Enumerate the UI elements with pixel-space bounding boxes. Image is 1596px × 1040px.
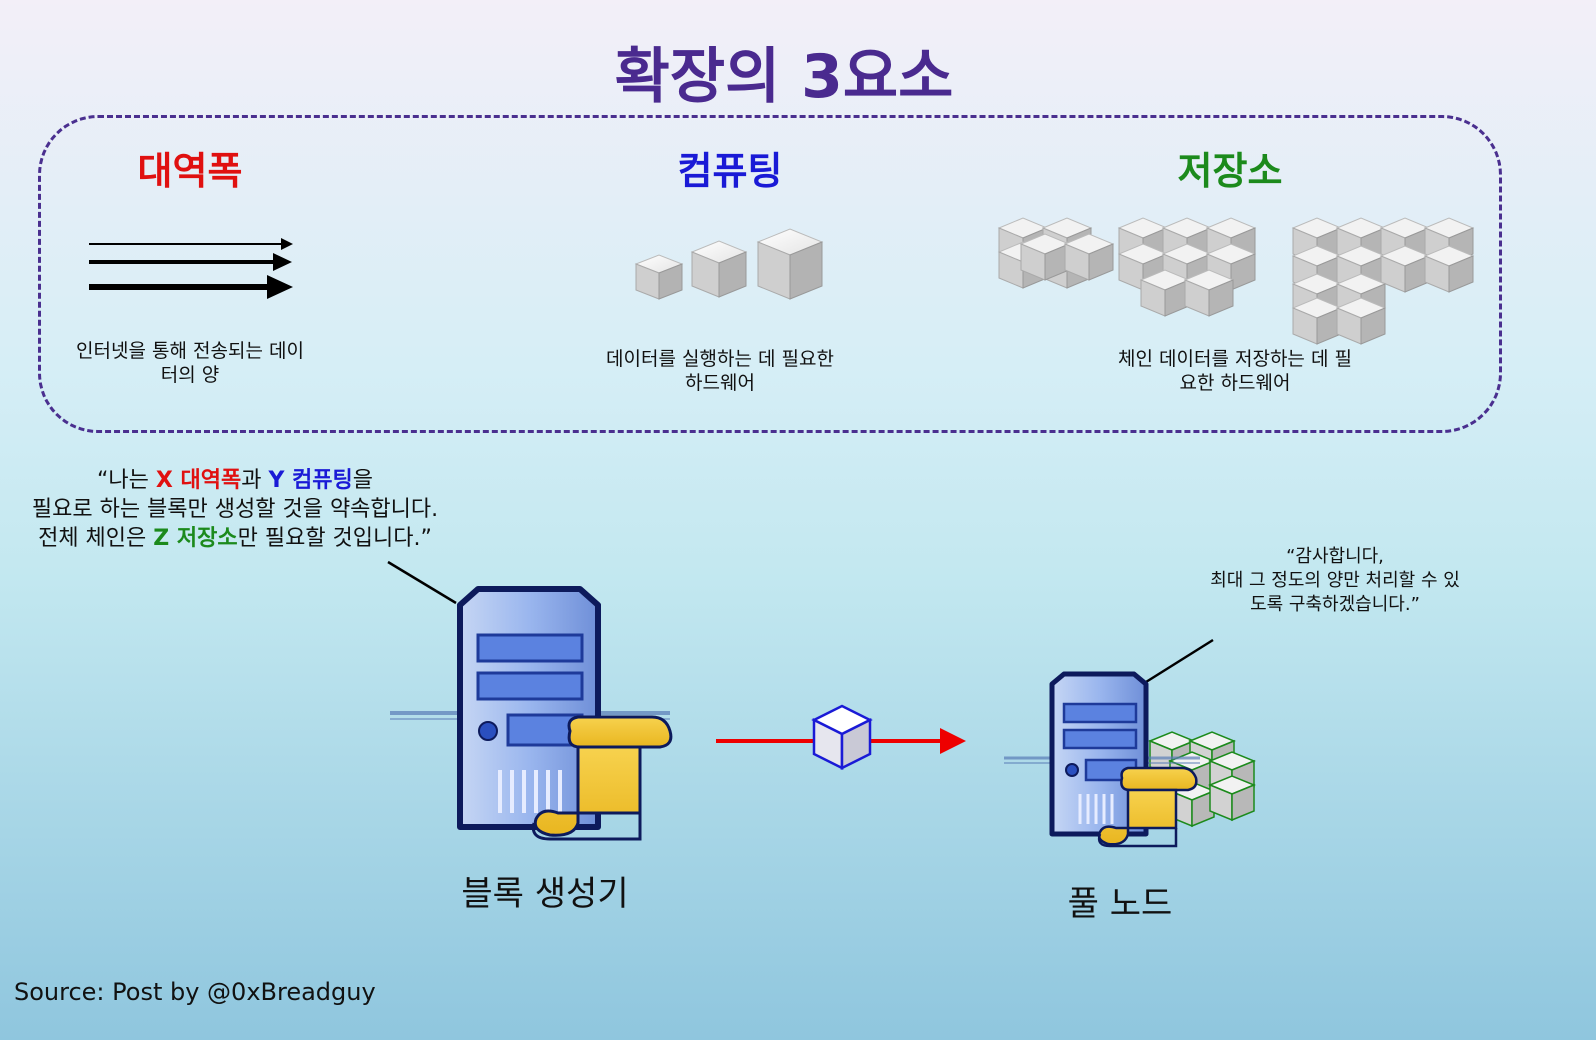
factors-frame (38, 115, 1502, 433)
full-node-label: 풀 노드 (1067, 884, 1173, 924)
cubes-icon (634, 228, 824, 300)
storage-title: 저장소 (1177, 149, 1283, 193)
source-credit: Source: Post by @0xBreadguy (14, 978, 376, 1006)
node-quote: “감사합니다, 최대 그 정도의 양만 처리할 수 있 도록 구축하겠습니다.” (1185, 545, 1485, 617)
quote-open: “나는 (96, 468, 156, 493)
quote-line3-pre: 전체 체인은 (38, 526, 154, 551)
quote-line2: 필요로 하는 블록만 생성할 것을 약속합니다. (31, 497, 439, 522)
node-quote-line2: 최대 그 정도의 양만 처리할 수 있 (1210, 570, 1460, 591)
block-producer-server-icon (390, 586, 673, 841)
producer-quote: “나는 X 대역폭과 Y 컴퓨팅을 필요로 하는 블록만 생성할 것을 약속합니… (10, 466, 460, 553)
full-node-server-icon (1004, 671, 1255, 848)
node-quote-line1: “감사합니다, (1286, 546, 1384, 567)
quote-line3-post: 만 필요할 것입니다.” (237, 526, 432, 551)
node-pointer-line (1145, 638, 1214, 684)
quote-bandwidth: X 대역폭 (155, 468, 242, 493)
bandwidth-title: 대역폭 (137, 149, 243, 193)
block-cube-icon (811, 704, 873, 771)
bandwidth-description: 인터넷을 통해 전송되는 데이 터의 양 (76, 340, 304, 386)
arrows-icon (89, 238, 293, 299)
block-producer-label: 블록 생성기 (461, 874, 629, 914)
storage-description: 체인 데이터를 저장하는 데 필 요한 하드웨어 (1118, 348, 1352, 394)
node-quote-line3: 도록 구축하겠습니다.” (1250, 594, 1420, 615)
quote-storage: Z 저장소 (153, 526, 238, 551)
quote-mid2: 을 (352, 468, 373, 493)
quote-mid1: 과 (241, 468, 269, 493)
compute-title: 컴퓨팅 (677, 149, 783, 193)
quote-compute: Y 컴퓨팅 (268, 468, 353, 493)
compute-description: 데이터를 실행하는 데 필요한 하드웨어 (606, 348, 834, 394)
producer-pointer-line (387, 560, 457, 605)
page-title: 확장의 3요소 (614, 42, 954, 112)
